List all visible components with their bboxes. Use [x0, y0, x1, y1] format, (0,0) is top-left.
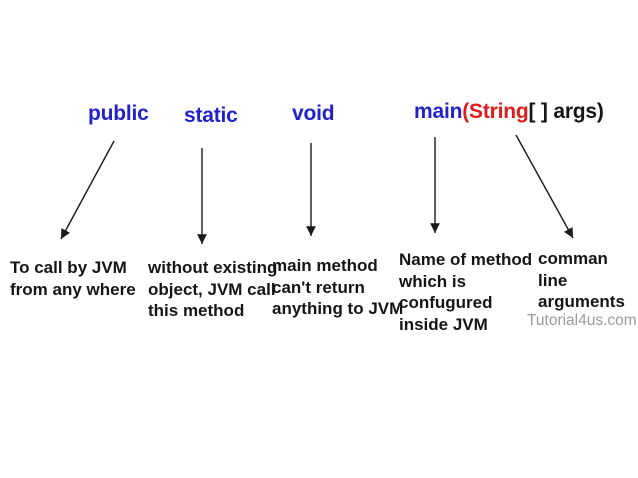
- description-public: To call by JVM from any where: [10, 258, 136, 299]
- signature-token-args: [ ] args): [528, 100, 604, 123]
- arrow-public-to-description: [60, 140, 115, 240]
- signature-token-string: (String: [462, 100, 529, 123]
- keyword-void: void: [292, 102, 335, 125]
- keyword-main-signature: main(String[ ] args): [414, 100, 604, 124]
- arrow-args-to-description: [515, 134, 574, 239]
- keyword-public: public: [88, 102, 149, 125]
- signature-token-main: main: [414, 100, 463, 123]
- description-void: main method can't return anything to JVM: [272, 256, 404, 318]
- description-main: Name of method which is confugured insid…: [399, 250, 533, 334]
- watermark-tutorial4us: Tutorial4us.com: [527, 312, 637, 329]
- description-static: without existing object, JVM call this m…: [148, 258, 278, 320]
- description-args: comman line arguments: [538, 249, 625, 311]
- keyword-static: static: [184, 104, 238, 127]
